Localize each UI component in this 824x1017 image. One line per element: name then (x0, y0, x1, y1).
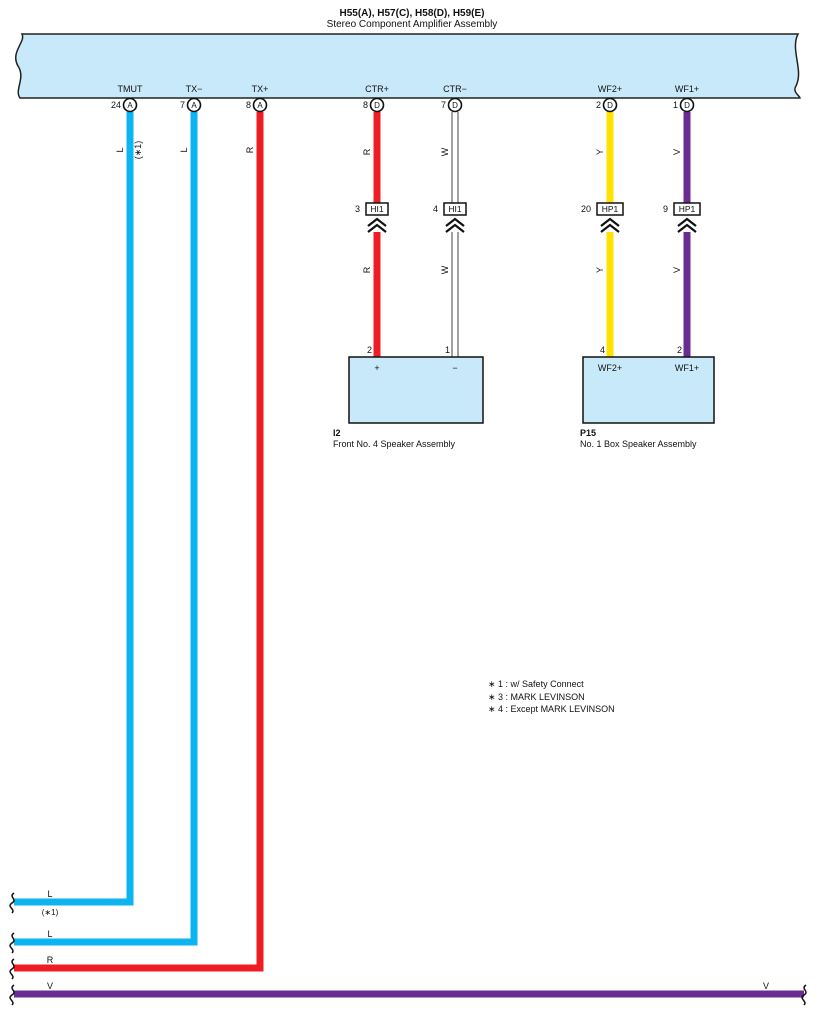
bottom-wire-label-2: L (47, 929, 52, 939)
pin-circle-tx-plus: A (252, 97, 268, 113)
front-speaker-box (348, 356, 484, 424)
inline-connector-hi1-3: HI1 (365, 202, 389, 233)
front-speaker-pin-plus-num: 2 (367, 345, 372, 355)
bottom-wire-label-1: L (47, 889, 52, 899)
svg-text:A: A (127, 101, 133, 110)
pin-circle-ctr-minus: D (447, 97, 463, 113)
pin-circle-tx-minus: A (186, 97, 202, 113)
bottom-wire-label-4: V (47, 981, 53, 991)
svg-text:HP1: HP1 (679, 204, 696, 214)
box-speaker-pin-wf1-label: WF1+ (675, 363, 699, 373)
wire-break-mark-2 (9, 932, 15, 954)
pin-name-tx-plus: TX+ (252, 84, 269, 94)
svg-text:A: A (257, 101, 263, 110)
footnote-1: ∗ 1 : w/ Safety Connect (488, 679, 584, 689)
pin-number-tx-plus: 8 (246, 100, 251, 110)
wire-label-wf2-plus-lower: Y (595, 267, 605, 273)
wire-label-tmut: L (115, 147, 125, 152)
inline-pin-hi1-4: 4 (433, 204, 438, 214)
pin-number-ctr-minus: 7 (441, 100, 446, 110)
wire-break-mark-1 (9, 892, 15, 914)
front-speaker-pin-minus-label: − (452, 363, 457, 373)
wire-label-ctr-minus-upper: W (440, 147, 450, 156)
svg-text:D: D (374, 101, 380, 110)
pin-name-wf2-plus: WF2+ (598, 84, 622, 94)
pin-name-tx-minus: TX− (186, 84, 203, 94)
inline-pin-hi1-3: 3 (355, 204, 360, 214)
svg-text:D: D (452, 101, 458, 110)
wire-tx-plus (14, 112, 264, 972)
pin-number-tx-minus: 7 (180, 100, 185, 110)
wire-label-tx-minus: L (179, 147, 189, 152)
amplifier-box (15, 33, 801, 99)
pin-number-wf1-plus: 1 (673, 100, 678, 110)
inline-connector-hi1-4: HI1 (443, 202, 467, 233)
box-speaker-box (582, 356, 715, 424)
pin-circle-ctr-plus: D (369, 97, 385, 113)
wire-tx-minus (14, 112, 198, 946)
inline-connector-hp1-9: HP1 (673, 202, 701, 233)
inline-pin-hp1-20: 20 (581, 204, 591, 214)
wire-break-mark-3 (9, 958, 15, 980)
pin-number-tmut: 24 (111, 100, 121, 110)
box-speaker-name: No. 1 Box Speaker Assembly (580, 439, 697, 449)
svg-text:D: D (684, 101, 690, 110)
pin-name-tmut: TMUT (118, 84, 143, 94)
wire-label-ctr-plus-lower: R (362, 266, 372, 273)
pin-name-ctr-minus: CTR− (443, 84, 467, 94)
bottom-wire-end-label: V (763, 981, 769, 991)
wire-label-tx-plus: R (245, 146, 255, 153)
box-speaker-pin-wf1-num: 2 (677, 345, 682, 355)
pin-circle-tmut: A (122, 97, 138, 113)
front-speaker-pin-minus-num: 1 (445, 345, 450, 355)
front-speaker-pin-plus-label: + (374, 363, 379, 373)
pin-circle-wf2-plus: D (602, 97, 618, 113)
bottom-wire-label-3: R (47, 955, 54, 965)
pin-number-wf2-plus: 2 (596, 100, 601, 110)
pin-name-ctr-plus: CTR+ (365, 84, 389, 94)
front-speaker-id: I2 (333, 428, 341, 438)
footnotes: ∗ 1 : w/ Safety Connect ∗ 3 : MARK LEVIN… (488, 678, 615, 716)
wire-note-tmut: (∗1) (133, 141, 143, 160)
svg-text:HI1: HI1 (370, 204, 384, 214)
box-speaker-id: P15 (580, 428, 597, 438)
pin-name-wf1-plus: WF1+ (675, 84, 699, 94)
svg-text:A: A (191, 101, 197, 110)
front-speaker-name: Front No. 4 Speaker Assembly (333, 439, 456, 449)
box-speaker-pin-wf2-label: WF2+ (598, 363, 622, 373)
pin-number-ctr-plus: 8 (363, 100, 368, 110)
wire-label-ctr-minus-lower: W (440, 265, 450, 274)
wire-tmut (14, 112, 134, 906)
wire-label-wf1-plus-upper: V (672, 149, 682, 155)
amplifier-assembly-name: Stereo Component Amplifier Assembly (326, 19, 498, 30)
inline-pin-hp1-9: 9 (663, 204, 668, 214)
pin-circle-wf1-plus: D (679, 97, 695, 113)
wire-break-mark-right (801, 984, 807, 1006)
bottom-wire-note-1: (∗1) (42, 908, 59, 917)
svg-text:HI1: HI1 (448, 204, 462, 214)
wire-break-mark-4 (9, 984, 15, 1006)
inline-connector-hp1-20: HP1 (596, 202, 624, 233)
svg-text:HP1: HP1 (602, 204, 619, 214)
footnote-4: ∗ 4 : Except MARK LEVINSON (488, 704, 615, 714)
wire-label-ctr-plus-upper: R (362, 148, 372, 155)
wire-label-wf2-plus-upper: Y (595, 149, 605, 155)
amplifier-connectors-label: H55(A), H57(C), H58(D), H59(E) (339, 8, 485, 19)
box-speaker-pin-wf2-num: 4 (600, 345, 605, 355)
wire-label-wf1-plus-lower: V (672, 267, 682, 273)
svg-text:D: D (607, 101, 613, 110)
footnote-3: ∗ 3 : MARK LEVINSON (488, 691, 585, 702)
